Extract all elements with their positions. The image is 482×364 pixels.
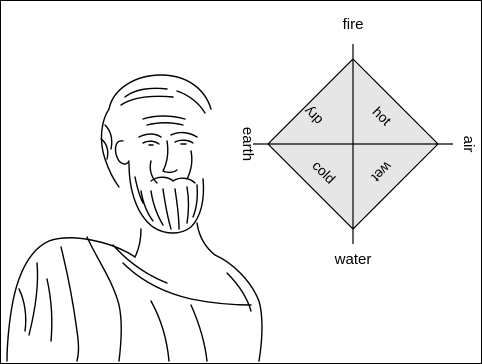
pole-label-water: water: [334, 251, 372, 268]
philosopher-portrait: [6, 74, 263, 362]
pole-label-fire: fire: [343, 16, 364, 33]
elements-diamond: [253, 44, 453, 244]
pole-label-air: air: [460, 136, 477, 153]
pole-label-earth: earth: [239, 127, 256, 161]
